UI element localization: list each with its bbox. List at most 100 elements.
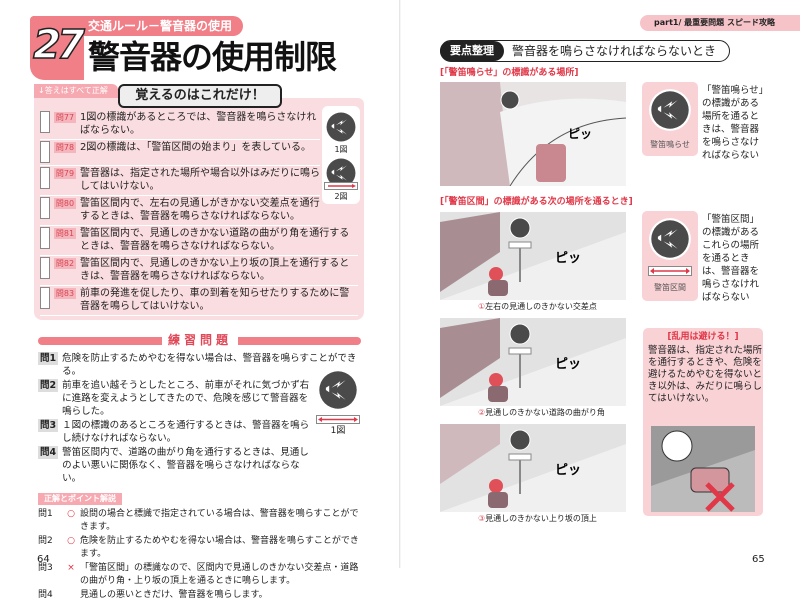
horn-sign-icon <box>649 89 691 131</box>
memorize-item: 問78 2図の標識は、「警笛区間の始まり」を表している。 <box>40 140 320 166</box>
answer-mark: ○ <box>67 509 75 519</box>
scene-caption-text: 見通しのきかない上り坂の頂上 <box>485 514 597 523</box>
key-label: 要点整理 <box>440 41 504 61</box>
checkbox[interactable] <box>40 287 50 309</box>
question-text: 前車を追い越そうとしたところ、前車がそれに気づかず右に進路を変えようとしてきたの… <box>62 380 310 417</box>
sign-panel: 1図 2図 <box>322 106 360 204</box>
answer-text: 「警笛区間」の標識なので、区間内で見通しのきかない交差点・道路の曲がり角・上り坂… <box>80 563 359 586</box>
key-title: 警音器を鳴らさなければならないとき <box>512 44 717 58</box>
key-points-header: 要点整理 警音器を鳴らさなければならないとき <box>440 40 730 62</box>
abuse-heading: [乱用は避ける！] <box>667 332 739 342</box>
checkbox[interactable] <box>40 257 50 279</box>
answer-mark <box>62 589 80 602</box>
sound-effect: ピッ <box>568 127 592 141</box>
sound-effect: ピッ <box>555 357 581 372</box>
answer-mark: ○ <box>67 536 75 546</box>
horn-sign-icon <box>317 369 359 411</box>
page-number: 65 <box>752 554 765 565</box>
scene-caption: ①左右の見通しのきかない交差点 <box>478 302 597 312</box>
illustration-scene: ピッ <box>440 424 626 512</box>
horn-sign-icon <box>649 218 691 260</box>
scene-number: ① <box>478 302 486 311</box>
answers-label: 正解とポイント解説 <box>38 493 122 505</box>
practice-title: 練習問題 <box>162 333 238 347</box>
scene-number: ③ <box>478 514 486 523</box>
sign1-text: 「警笛鳴らせ」の標識がある場所を通るときは、警音器を鳴らさなければならない <box>702 85 764 161</box>
practice-sign: 1図 <box>316 368 360 438</box>
sign2-caption: 警笛区間 <box>654 283 686 292</box>
abuse-text: 警音器は、指定された場所を通行するときや、危険を避けるためやむを得ないとき以外は… <box>648 345 763 404</box>
scene-caption: ③見通しのきかない上り坂の頂上 <box>478 514 597 524</box>
illustration-mountain-road: ピッ <box>440 82 626 186</box>
practice-header: 練習問題 <box>34 333 364 348</box>
question-number: 問1 <box>38 352 59 365</box>
sound-effect: ピッ <box>555 251 581 266</box>
answer-text: 設問の場合と標識で指定されている場合は、警音器を鳴らすことができます。 <box>80 509 359 532</box>
memorize-item: 問77 1図の標識があるところでは、警音器を鳴らさなければならない。 <box>40 110 320 140</box>
sign1-caption: 警笛鳴らせ <box>650 140 690 149</box>
memorize-title: 覚えるのはこれだけ！ <box>118 84 282 108</box>
question-number: 問2 <box>38 536 53 546</box>
item-text: 警笛区間内で、左右の見通しがきかない交差点を通行するときは、警音器を鳴らさなけれ… <box>80 198 320 222</box>
left-content: 問77 1図の標識があるところでは、警音器を鳴らさなければならない。問78 2図の標… <box>34 98 364 603</box>
checkbox[interactable] <box>40 141 50 163</box>
answer-text: 危険を防止するためやむを得ない場合は、警音器を鳴らすことができます。 <box>80 536 359 559</box>
sign-caption: 1図 <box>334 145 348 154</box>
memorize-item: 問81 警笛区間内で、見通しのきかない道路の曲がり角を通行するときは、警音器を鳴ら… <box>40 226 358 256</box>
answers-tab: ↓答えはすべて正解 <box>34 84 118 98</box>
question-number: 問79 <box>54 168 76 179</box>
part-tab: part1/ 最重要問題 スピード攻略 <box>640 15 800 31</box>
question-number: 問4 <box>38 446 59 459</box>
arrow-plate-icon <box>324 182 358 190</box>
page-number: 64 <box>37 554 50 565</box>
checkbox[interactable] <box>40 227 50 249</box>
horn-sign-icon <box>324 110 358 144</box>
checkbox[interactable] <box>40 111 50 133</box>
question-number: 問81 <box>54 228 76 239</box>
question-number: 問1 <box>38 509 53 519</box>
chapter-number-block <box>30 16 84 80</box>
section-heading: [「警笛鳴らせ」の標識がある場所] <box>440 68 579 78</box>
answer-mark: × <box>67 563 75 573</box>
item-text: 警笛区間内で、見通しのきかない道路の曲がり角を通行するときは、警音器を鳴らさなけ… <box>80 228 350 252</box>
page-title: 警音器の使用制限 <box>88 38 337 76</box>
question-number: 問77 <box>54 112 76 123</box>
memorize-item: 問79 警音器は、指定された場所や場合以外はみだりに鳴らしてはいけない。 <box>40 166 320 196</box>
sign1-callout: 警笛鳴らせ <box>642 82 698 156</box>
illustration-scene: ピッ <box>440 318 626 406</box>
item-text: 前車の発進を促したり、車の到着を知らせたりするために警音器を鳴らしてはいけない。 <box>80 288 350 312</box>
scene-caption-text: 左右の見通しのきかない交差点 <box>485 302 597 311</box>
item-text: 警音器は、指定された場所や場合以外はみだりに鳴らしてはいけない。 <box>80 168 320 192</box>
answers-list: 問1 ○ 設問の場合と標識で指定されている場合は、警音器を鳴らすことができます。問2… <box>34 508 364 602</box>
answer-row: 問2 ○ 危険を防止するためやむを得ない場合は、警音器を鳴らすことができます。 <box>38 535 362 561</box>
checkbox[interactable] <box>40 167 50 189</box>
scene-number: ② <box>478 408 486 417</box>
question-number: 問2 <box>38 379 59 392</box>
sign2-callout: 警笛区間 <box>642 211 698 301</box>
checkbox[interactable] <box>40 197 50 219</box>
question-text: 警笛区間内で、道路の曲がり角を通行するときは、見通しのよい悪いに関係なく、警音器… <box>62 447 309 484</box>
question-text: 危険を防止するためやむを得ない場合は、警音器を鳴らすことができる。 <box>62 353 357 377</box>
answer-row: 問3×「警笛区間」の標識なので、区間内で見通しのきかない交差点・道路の曲がり角・… <box>38 562 362 588</box>
book-spine <box>399 0 401 568</box>
question-number: 問4 <box>38 590 53 600</box>
chapter-subtitle: 交通ルール－警音器の使用 <box>88 19 233 33</box>
item-text: 2図の標識は、「警笛区間の始まり」を表している。 <box>80 142 312 153</box>
scene-caption: ②見通しのきかない道路の曲がり角 <box>478 408 605 418</box>
arrow-plate-icon <box>316 415 360 424</box>
chapter-number: 27 <box>32 21 85 69</box>
illustration-abuse <box>651 426 755 512</box>
question-number: 問78 <box>54 142 76 153</box>
chapter-band <box>33 16 243 36</box>
answer-row: 問1 ○ 設問の場合と標識で指定されている場合は、警音器を鳴らすことができます。 <box>38 508 362 534</box>
item-text: 1図の標識があるところでは、警音器を鳴らさなければならない。 <box>80 112 317 136</box>
section-heading: [「警笛区間」の標識がある次の場所を通るとき] <box>440 197 633 207</box>
